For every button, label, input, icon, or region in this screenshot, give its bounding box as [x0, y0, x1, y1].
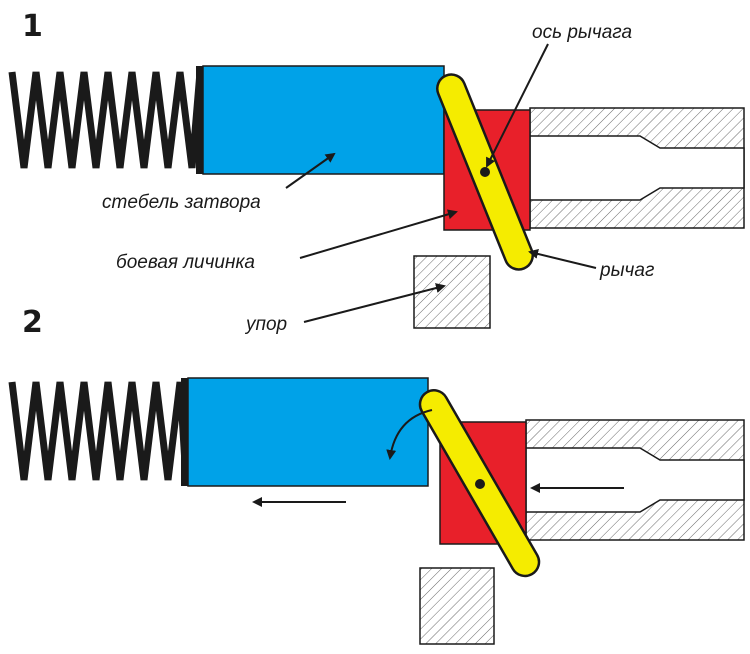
label-lever: рычаг: [599, 260, 654, 281]
panel-1-number: 1: [22, 9, 43, 44]
spring-end-plate-2: [181, 378, 188, 486]
leader-lever-axis: [486, 43, 549, 168]
panel-1: 1 ось рычага стебель затвора боевая личи…: [8, 9, 745, 335]
leader-stop: [303, 283, 446, 323]
leader-lever: [528, 249, 597, 269]
label-combat-larva: боевая личинка: [116, 252, 255, 273]
label-bolt-stem: стебель затвора: [102, 192, 261, 213]
spring-1: [8, 71, 204, 169]
leader-bolt-stem: [285, 152, 336, 189]
spring-end-plate-1: [196, 66, 203, 174]
barrel-2: [525, 419, 745, 541]
lever-axis-dot-2: [475, 479, 485, 489]
label-stop: упор: [244, 314, 287, 335]
panel-2: 2: [8, 305, 745, 645]
stop-1: [413, 255, 491, 329]
spring-2: [8, 381, 190, 481]
panel-2-number: 2: [22, 305, 43, 340]
leader-combat-larva: [299, 209, 458, 259]
stop-2: [419, 567, 495, 645]
bolt-stem-2: [187, 377, 429, 487]
barrel-1: [529, 107, 745, 229]
curved-arrow-lever-push: [386, 409, 433, 460]
bolt-stem-1: [202, 65, 445, 175]
lever-axis-dot-1: [480, 167, 490, 177]
label-lever-axis: ось рычага: [532, 22, 632, 43]
